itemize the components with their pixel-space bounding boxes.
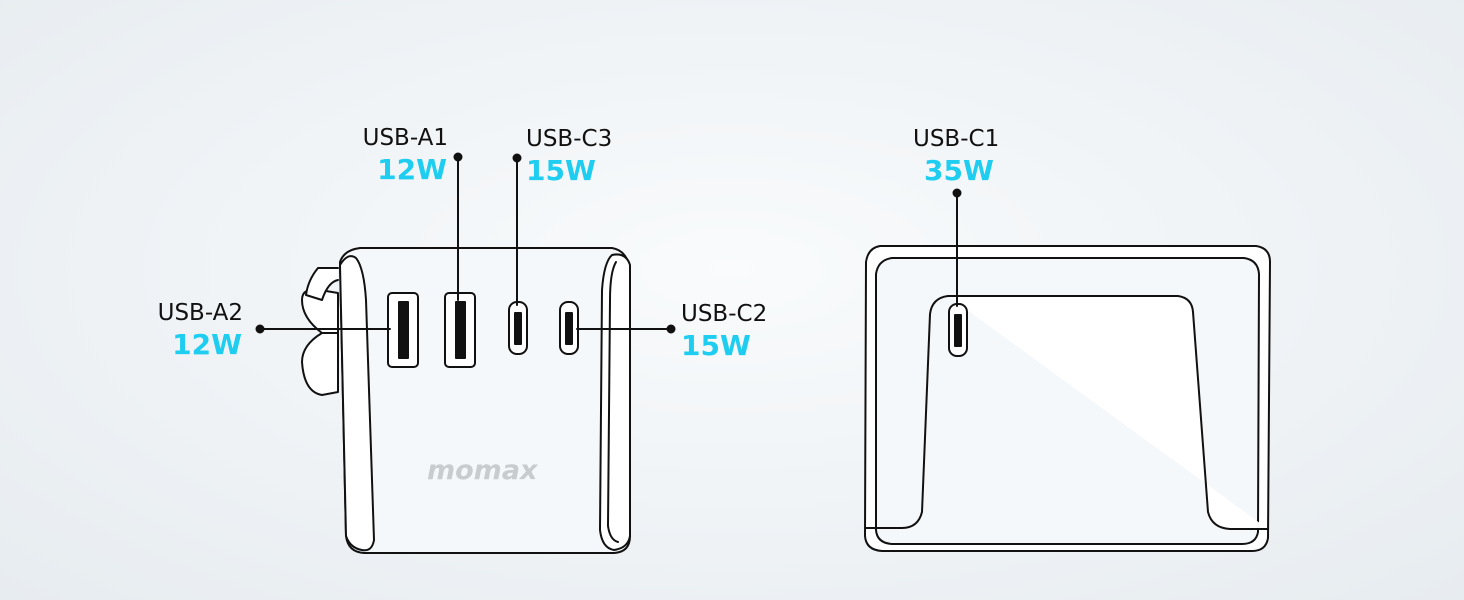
charger-front-view [255, 152, 676, 554]
side-face-panel-left [865, 295, 949, 529]
charger-side-view [864, 188, 1271, 552]
usb-c2-watt: 15W [681, 329, 751, 362]
usb-c3-watt: 15W [526, 154, 596, 187]
usb-a1-label: USB-A1 [362, 125, 448, 151]
plug-prong-top [305, 267, 339, 301]
usb-c1-watt: 35W [924, 154, 994, 187]
side-rail-right-inner [607, 261, 619, 543]
side-rail-right [599, 253, 631, 551]
usb-a2-watt: 12W [172, 328, 242, 361]
usb-c2-port-slot [565, 312, 573, 345]
leader-lines-side [952, 188, 962, 307]
usb-c2-label: USB-C2 [681, 301, 768, 327]
usb-c3-port-slot [514, 312, 522, 345]
leader-lines-front [255, 152, 676, 334]
momax-logo: momax [427, 455, 538, 486]
usb-c1-label: USB-C1 [913, 126, 1000, 152]
usb-a2-label: USB-A2 [157, 300, 243, 326]
plug-prong-lower [301, 332, 339, 396]
side-face-panel [947, 295, 1269, 530]
usb-c3-label: USB-C3 [526, 126, 613, 152]
usb-c1-port-slot [954, 314, 962, 347]
usb-a1-port-slot [455, 301, 466, 359]
usb-a1-watt: 12W [377, 153, 447, 186]
usb-a2-port-slot [398, 301, 409, 359]
charger-body [339, 247, 631, 554]
